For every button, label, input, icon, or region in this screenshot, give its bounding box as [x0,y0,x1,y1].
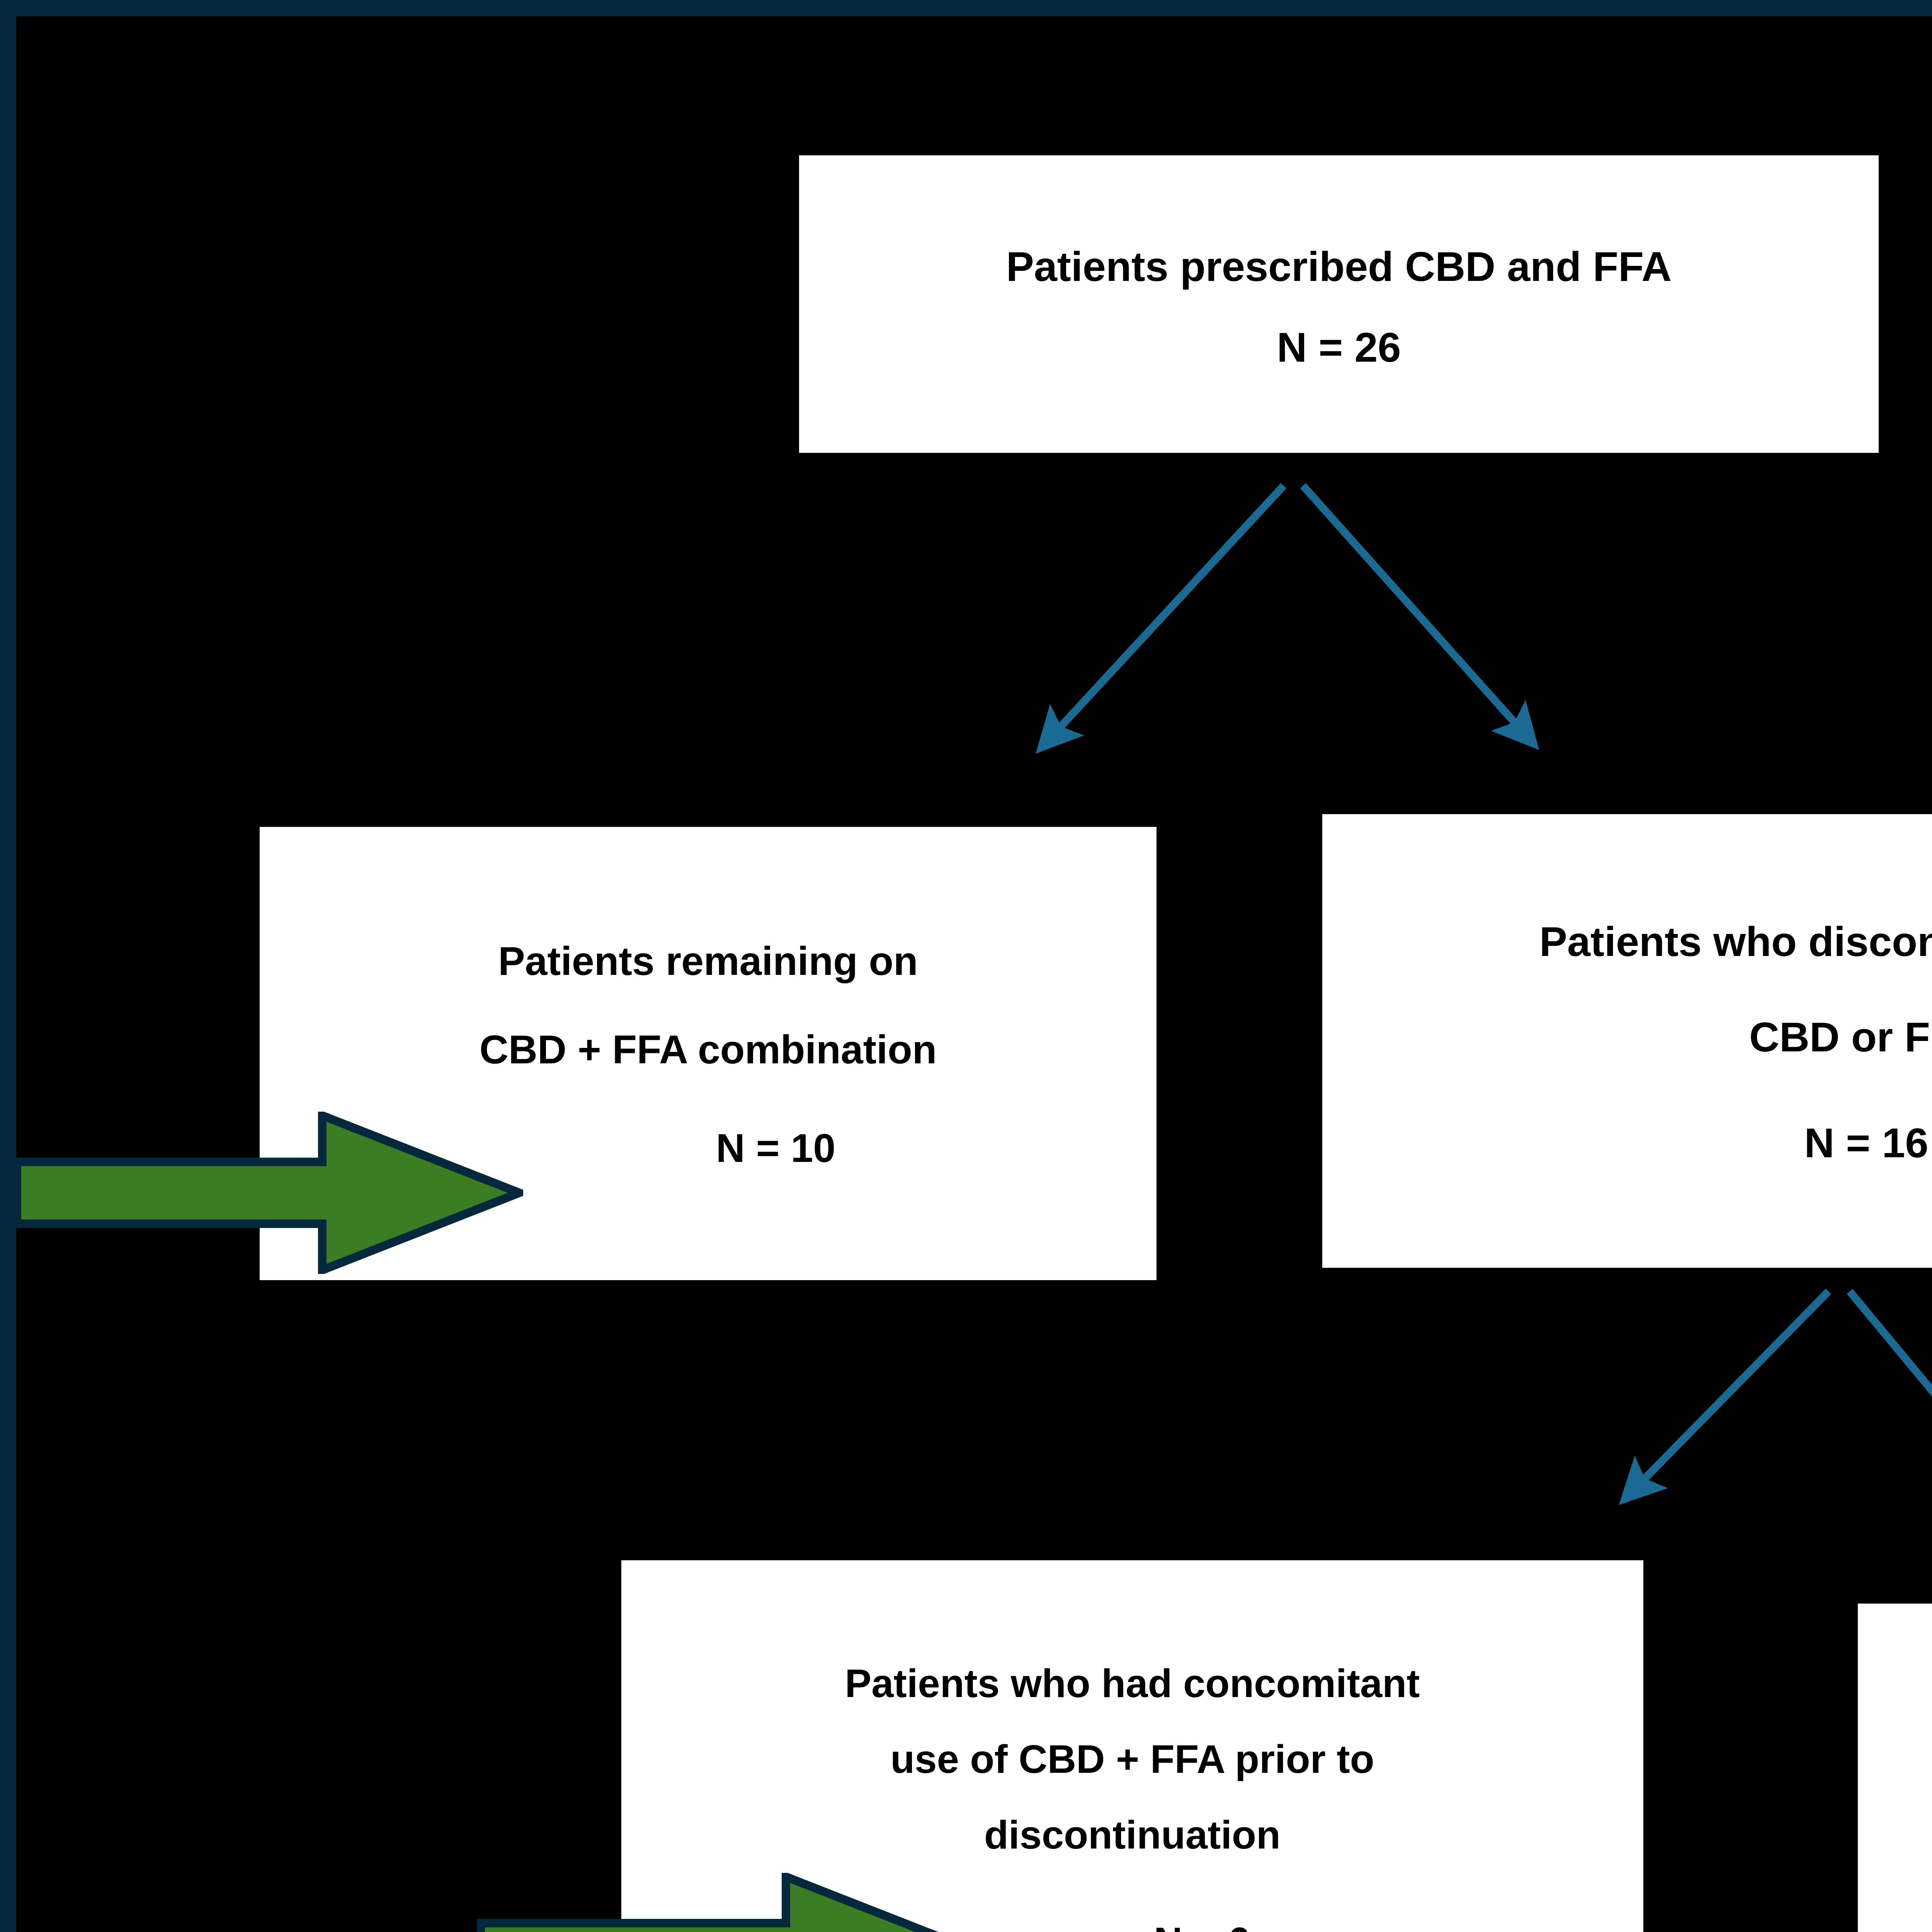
node-patients-remaining-line1: Patients remaining on [498,939,918,984]
node-patients-concomitant-line1: Patients who had concomitant [845,1661,1420,1706]
node-patients-no-concurrent-line1: Patients who did not have [1873,1695,1932,1736]
connector-top-to-remaining [1036,483,1287,754]
connector-discontinued-to-no-concurrent [1847,1289,1932,1397]
node-patients-remaining-line2: CBD + FFA combination [479,1027,937,1072]
highlight-arrow-remaining-icon [13,1112,523,1274]
node-patients-discontinued-either[interactable]: Patients who discontinued either CBD or … [1322,814,1932,1268]
node-patients-prescribed-line1: Patients prescribed CBD and FFA [1006,243,1672,290]
node-patients-discontinued-count: N = 16 [1804,1119,1929,1166]
node-patients-no-concurrent-line2: concurrent use of CBD + FFA [1873,1776,1932,1818]
node-patients-no-concurrent-count: N = 10 [1873,1874,1932,1916]
highlight-arrow-concomitant-icon [477,1873,939,1932]
node-patients-concomitant-use[interactable]: Patients who had concomitant use of CBD … [621,1560,1643,1932]
node-patients-discontinued-line2: CBD or FFA [1749,1014,1932,1061]
connector-discontinued-to-concomitant [1619,1288,1832,1505]
node-patients-concomitant-count: N = 6 [567,1920,1697,1932]
node-patients-concomitant-line3: discontinuation [984,1813,1281,1857]
connector-top-to-discontinued [1300,483,1539,750]
node-patients-no-concurrent-use[interactable]: Patients who did not have concurrent use… [1858,1604,1932,1932]
diagram-canvas: Patients prescribed CBD and FFA N = 26 P… [13,16,1932,1932]
node-patients-prescribed-count: N = 26 [1277,324,1401,371]
node-patients-concomitant-line2: use of CBD + FFA prior to [890,1736,1374,1781]
node-patients-discontinued-line1: Patients who discontinued either [1539,918,1932,965]
node-patients-remaining-count: N = 10 [716,1126,836,1171]
node-patients-prescribed[interactable]: Patients prescribed CBD and FFA N = 26 [799,155,1879,453]
